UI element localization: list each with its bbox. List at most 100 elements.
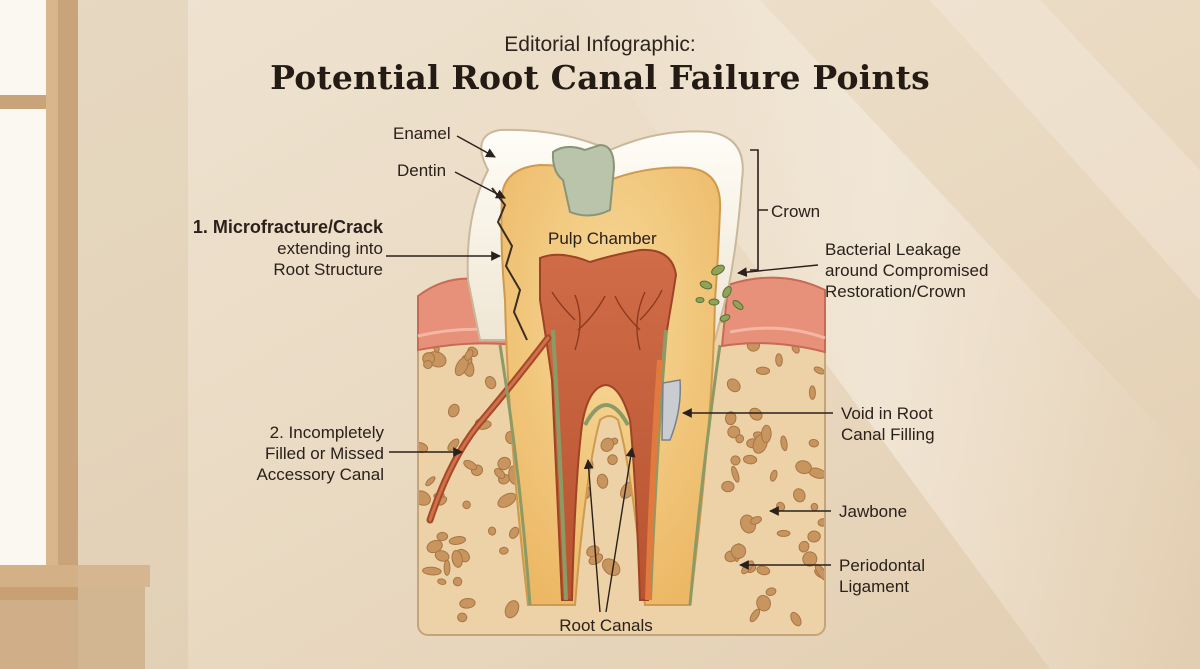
leader-lines (386, 135, 833, 613)
label-jawbone: Jawbone (839, 502, 908, 521)
microfracture-crack (491, 187, 528, 341)
leader-bacterial (737, 264, 819, 277)
bone-pore (457, 612, 468, 623)
gum-right (720, 276, 826, 354)
bone-pore (462, 500, 471, 510)
label-pulp-chamber: Pulp Chamber (548, 229, 657, 248)
bone-pore (769, 469, 778, 482)
bone-pore (607, 454, 618, 466)
bone-pore (790, 611, 802, 627)
bone-pore (447, 403, 460, 418)
leader-root-canal-right (605, 447, 636, 613)
bone-pore (596, 473, 609, 489)
leader-root-canal-left (583, 459, 601, 613)
bone-pore (756, 594, 771, 612)
bone-pore (798, 540, 810, 553)
accessory-canal-core (428, 336, 550, 522)
bone-pore (418, 490, 431, 506)
bone-pore (750, 516, 762, 525)
bone-pore (735, 434, 745, 444)
label-periodontal-line1: Periodontal (839, 556, 926, 575)
label-accessory-line2: Filled or Missed (264, 444, 384, 463)
bone-pore (504, 600, 520, 619)
bone-pore (749, 407, 763, 421)
bone-pore (802, 551, 818, 567)
bone-pore (452, 576, 463, 587)
label-periodontal: Periodontal Ligament (839, 555, 925, 597)
bone-pore (448, 536, 467, 545)
bone-pore (730, 455, 741, 466)
label-void-line2: Canal Filling (841, 425, 935, 444)
leader-enamel (456, 135, 496, 158)
supertitle: Editorial Infographic: (504, 33, 696, 56)
bone-pore (776, 529, 791, 537)
bone-pore (484, 376, 497, 390)
label-microfracture-line3: Root Structure (273, 260, 383, 279)
light-shaft-2 (930, 0, 1200, 300)
filling-void (661, 379, 682, 441)
bone-pore (497, 492, 517, 508)
bone-pore (437, 578, 447, 586)
bone-pore (808, 438, 819, 448)
label-void: Void in Root Canal Filling (841, 403, 935, 445)
label-bacterial-leakage: Bacterial Leakage around Compromised Res… (825, 239, 988, 302)
bone-pore (810, 502, 819, 512)
bone-pore (459, 597, 476, 609)
label-microfracture: 1. Microfracture/Crack extending into Ro… (193, 217, 383, 280)
bone-pore (494, 467, 506, 480)
bone-pore (780, 435, 788, 452)
ligament-right (688, 344, 722, 606)
bone-pore (436, 531, 449, 542)
pulp-chamber (539, 248, 678, 601)
label-bacterial-line1: Bacterial Leakage (825, 240, 962, 259)
bone-pore (765, 587, 777, 597)
bone-pore (760, 424, 772, 444)
label-enamel: Enamel (393, 124, 451, 143)
ligament-left (498, 344, 532, 606)
page-title: Potential Root Canal Failure Points (270, 58, 930, 97)
bacteria-cluster (695, 264, 744, 322)
crown-bracket (750, 149, 768, 271)
label-microfracture-line1: 1. Microfracture/Crack (192, 217, 383, 237)
canal-lining-arch (583, 403, 630, 426)
bone-pore (775, 353, 783, 367)
label-root-canals: Root Canals (559, 616, 653, 635)
canal-lining-left (551, 329, 568, 601)
label-bacterial-line3: Restoration/Crown (825, 282, 966, 301)
bone-pore (755, 366, 771, 376)
bone-pore (487, 526, 497, 536)
bone-pore (730, 543, 747, 559)
bone-pore (463, 459, 478, 471)
bone-pore (726, 378, 741, 393)
bone-pore (808, 385, 816, 400)
gum-highlight-right (729, 326, 826, 340)
bone-pore (721, 480, 735, 493)
bone-pore (817, 518, 825, 527)
label-accessory-line3: Accessory Canal (256, 465, 384, 484)
label-bacterial-line2: around Compromised (825, 261, 989, 280)
label-void-line1: Void in Root (841, 404, 933, 423)
bone-pore (731, 465, 740, 483)
bone-pore (464, 349, 474, 361)
canal-filling-right (645, 359, 663, 601)
bone-pore (807, 530, 821, 543)
bone-pore (443, 559, 451, 576)
label-microfracture-line2: extending into (277, 239, 383, 258)
bone-pore (425, 476, 436, 487)
bone-pore (499, 546, 509, 555)
crown-restoration (551, 143, 616, 217)
leader-dentin (454, 171, 506, 199)
bone-pore (749, 608, 761, 623)
label-periodontal-line2: Ligament (839, 577, 909, 596)
bone-pore (508, 526, 520, 539)
label-accessory-canal: 2. Incompletely Filled or Missed Accesso… (256, 422, 384, 485)
bone-pore (497, 456, 512, 471)
bone-pore (795, 460, 812, 475)
bone-pore (727, 425, 741, 439)
bone-pore (724, 411, 737, 426)
label-accessory-line1: 2. Incompletely (269, 423, 384, 442)
bone-pore (422, 566, 442, 576)
bone-pore (423, 359, 433, 370)
bone-pore (601, 558, 621, 577)
